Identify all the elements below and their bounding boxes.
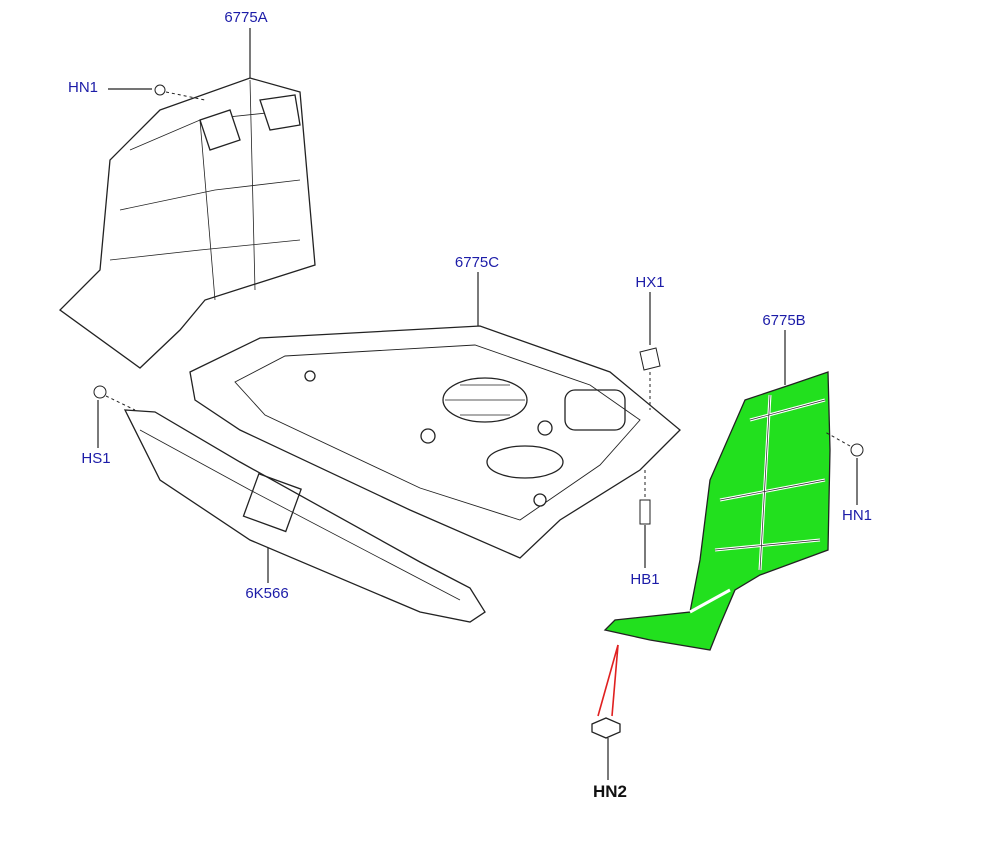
- label-hs1: HS1: [81, 450, 111, 467]
- undertray-6775C: [189, 325, 681, 559]
- label-hn1-right: HN1: [841, 507, 873, 524]
- label-hx1: HX1: [635, 274, 665, 291]
- label-6775B: 6775B: [762, 312, 806, 329]
- label-hn2: HN2: [592, 782, 628, 801]
- splash-shield-6775B: [603, 371, 831, 651]
- clip-hx1-icon: [639, 347, 661, 371]
- label-hn1-left: HN1: [67, 79, 99, 96]
- callout-line-hn2-b: [611, 644, 619, 717]
- label-6K566: 6K566: [245, 585, 289, 602]
- callout-line-hn2-a: [597, 644, 619, 717]
- label-6775A: 6775A: [224, 9, 268, 26]
- label-6775C: 6775C: [454, 254, 500, 271]
- screw-hn1-left-icon: [154, 84, 166, 96]
- screw-hs1-icon: [93, 385, 107, 399]
- deflector-6K566: [123, 409, 486, 623]
- nut-hn2-icon: [591, 717, 621, 739]
- bolt-hb1-icon: [639, 470, 651, 525]
- label-hb1: HB1: [630, 571, 660, 588]
- screw-hn1-right-icon: [850, 443, 864, 457]
- splash-shield-6775A: [59, 77, 316, 369]
